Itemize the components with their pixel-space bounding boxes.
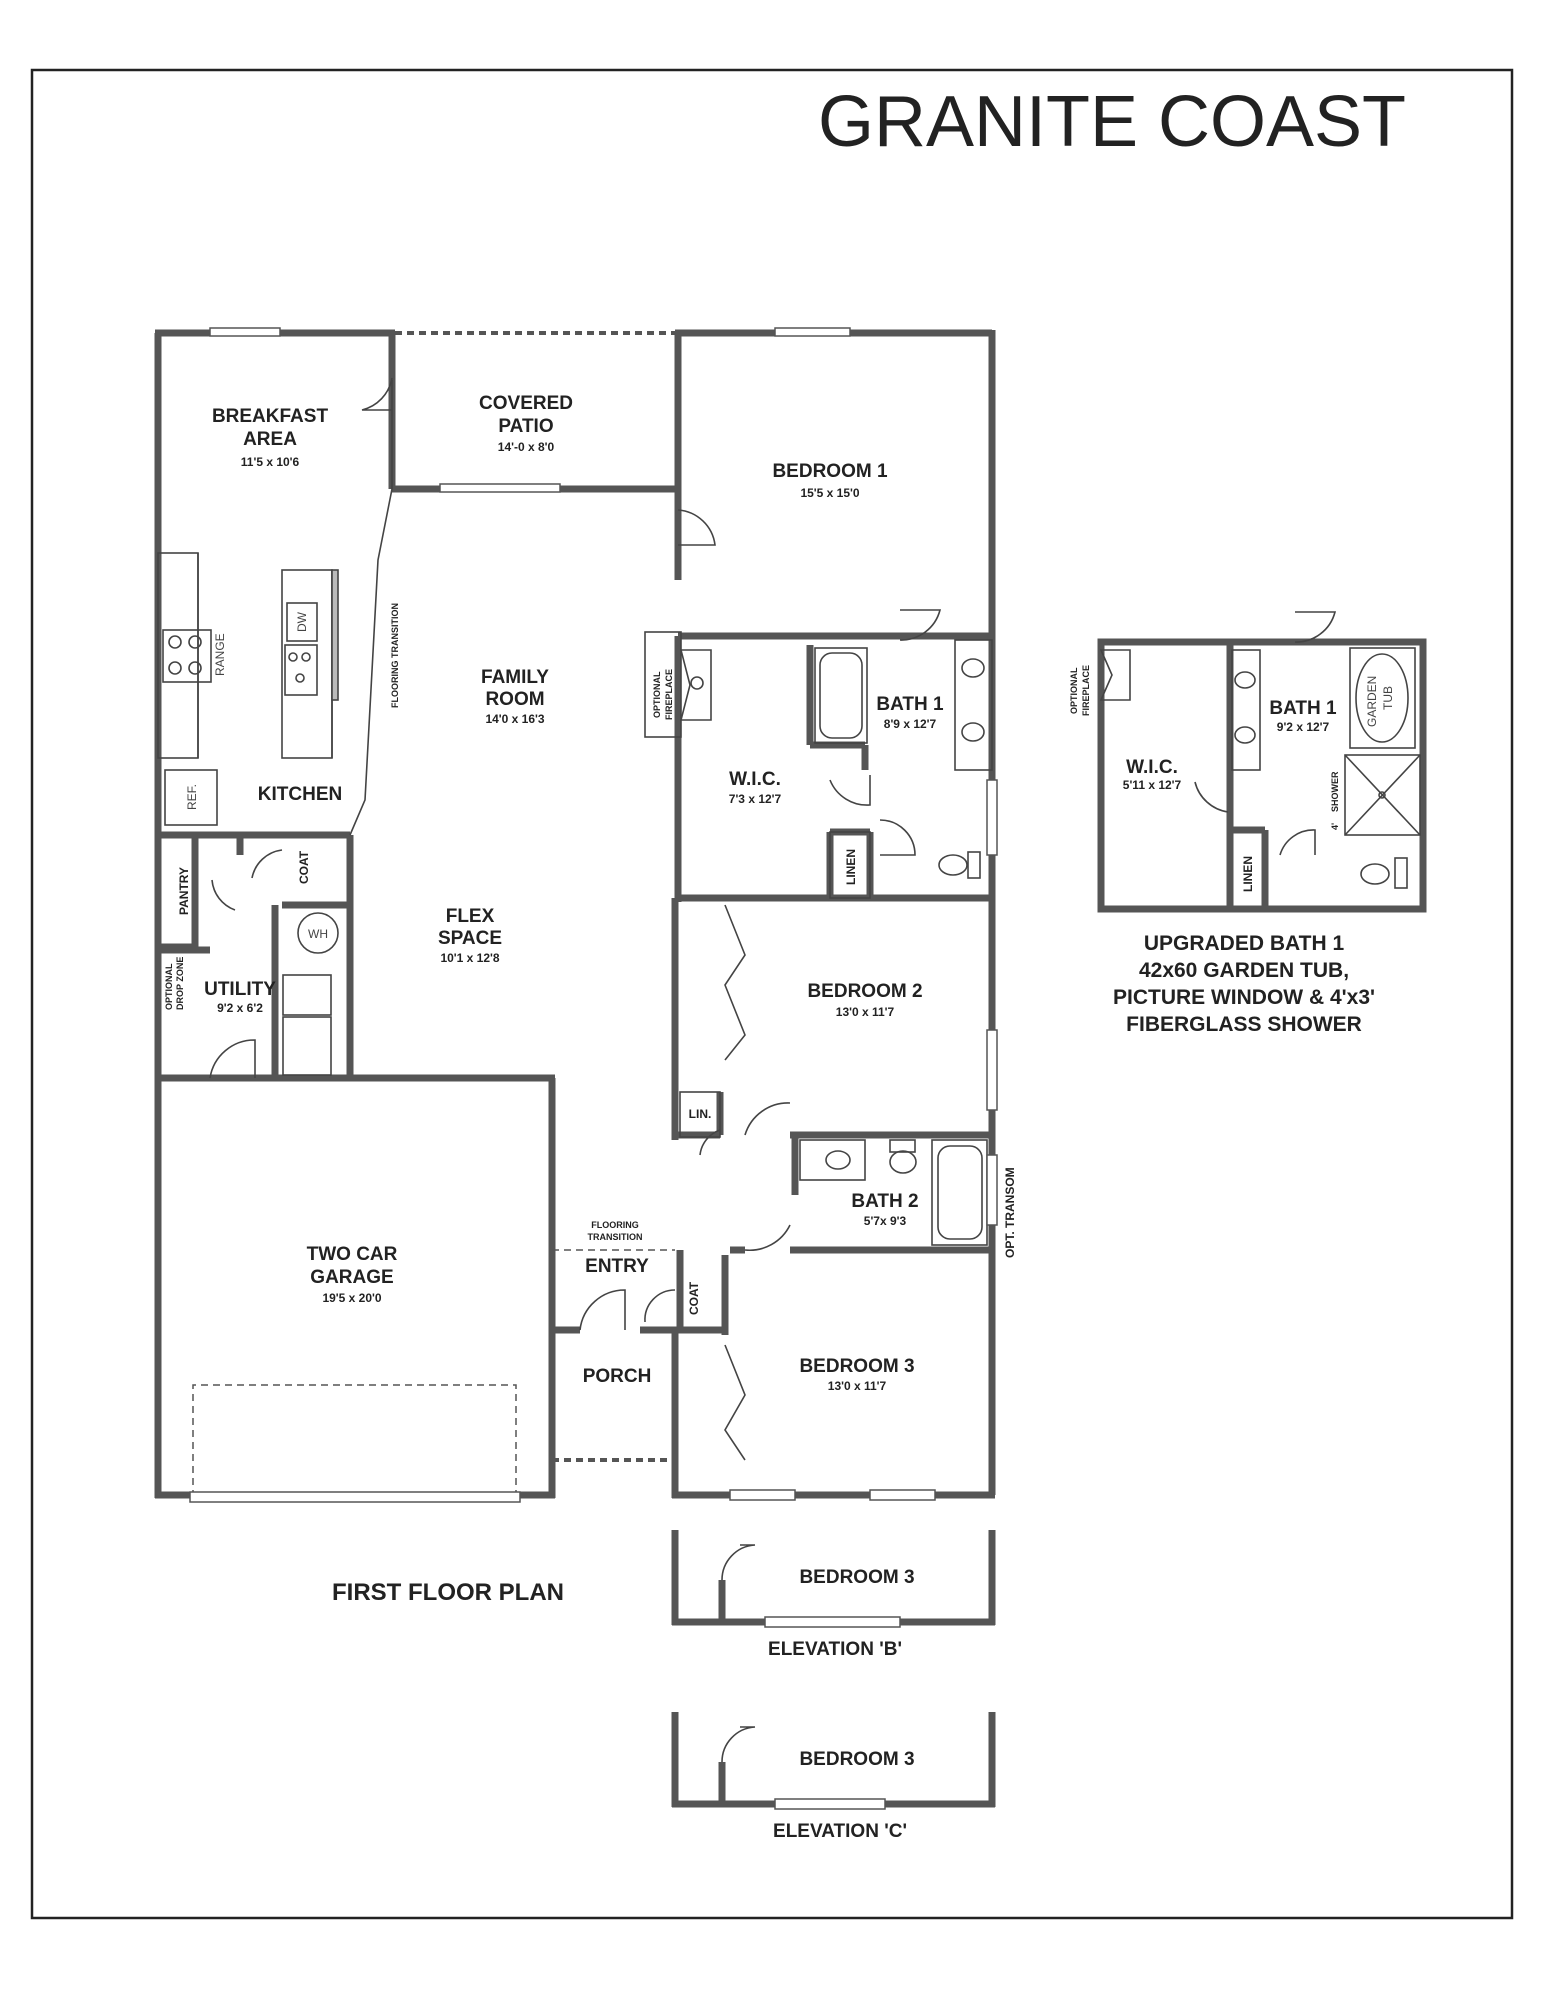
wic-name: W.I.C. <box>729 769 781 790</box>
shower-dim: 4' <box>1330 823 1340 830</box>
main-plan-labels: BREAKFAST AREA 11'5 x 10'6 COVERED PATIO… <box>164 393 1017 1606</box>
bath1-name: BATH 1 <box>876 694 944 715</box>
breakfast-dim: 11'5 x 10'6 <box>241 455 300 469</box>
flooring-transition-entry-1: FLOORING <box>591 1220 639 1230</box>
inset-bath-name: BATH 1 <box>1269 698 1337 719</box>
inset-fireplace-1: OPTIONAL <box>1069 667 1079 714</box>
family-room-name-1: FAMILY <box>481 667 549 688</box>
garden-tub-1: GARDEN <box>1365 676 1379 727</box>
patio-name-1: COVERED <box>479 393 573 414</box>
garage-name-1: TWO CAR <box>307 1244 398 1265</box>
bedroom3-name: BEDROOM 3 <box>799 1356 914 1377</box>
drop-zone-label-1: OPTIONAL <box>164 963 174 1010</box>
linen-label: LINEN <box>844 849 858 885</box>
patio-name-2: PATIO <box>498 416 553 437</box>
coat-label: COAT <box>297 850 311 884</box>
elevation-b-detail: BEDROOM 3 ELEVATION 'B' <box>671 1530 996 1660</box>
pantry-label: PANTRY <box>177 867 191 915</box>
flooring-transition-vertical: FLOORING TRANSITION <box>390 603 400 708</box>
inset-wic-name: W.I.C. <box>1126 757 1178 778</box>
breakfast-name-2: AREA <box>243 429 297 450</box>
first-floor-caption: FIRST FLOOR PLAN <box>332 1579 564 1606</box>
bath1-dim: 8'9 x 12'7 <box>884 717 937 731</box>
entry-name: ENTRY <box>585 1256 649 1277</box>
bedroom3-dim: 13'0 x 11'7 <box>828 1379 887 1393</box>
utility-name: UTILITY <box>204 979 276 1000</box>
family-room-name-2: ROOM <box>485 689 544 710</box>
drop-zone-label-2: DROP ZONE <box>175 957 185 1010</box>
utility-dim: 9'2 x 6'2 <box>217 1001 263 1015</box>
elevation-c-room: BEDROOM 3 <box>799 1749 914 1770</box>
garden-tub-2: TUB <box>1381 686 1395 710</box>
elevation-b-caption: ELEVATION 'B' <box>768 1639 902 1660</box>
dw-label: DW <box>295 611 309 632</box>
bedroom2-dim: 13'0 x 11'7 <box>836 1005 895 1019</box>
main-plan-walls <box>154 329 996 1499</box>
bedroom2-name: BEDROOM 2 <box>807 981 922 1002</box>
kitchen-name: KITCHEN <box>258 784 342 805</box>
flex-name-2: SPACE <box>438 928 502 949</box>
ref-label: REF. <box>185 784 199 810</box>
flex-name-1: FLEX <box>446 906 495 927</box>
shower-label: SHOWER <box>1330 771 1340 812</box>
bath2-name: BATH 2 <box>851 1191 918 1212</box>
detail-lines <box>157 327 998 1503</box>
upgraded-note-4: FIBERGLASS SHOWER <box>1126 1013 1362 1036</box>
wic-dim: 7'3 x 12'7 <box>729 792 782 806</box>
bath2-dim: 5'7x 9'3 <box>864 1214 907 1228</box>
fireplace-label-1: OPTIONAL <box>652 671 662 718</box>
bedroom1-dim: 15'5 x 15'0 <box>800 486 859 500</box>
family-room-dim: 14'0 x 16'3 <box>485 712 544 726</box>
opt-transom-label: OPT. TRANSOM <box>1003 1167 1017 1258</box>
patio-dim: 14'-0 x 8'0 <box>498 440 555 454</box>
garage-dim: 19'5 x 20'0 <box>322 1291 381 1305</box>
elevation-c-detail: BEDROOM 3 ELEVATION 'C' <box>671 1712 996 1842</box>
fireplace-label-2: FIREPLACE <box>664 669 674 720</box>
wh-label: WH <box>308 927 328 941</box>
flex-dim: 10'1 x 12'8 <box>440 951 499 965</box>
flooring-transition-entry-2: TRANSITION <box>588 1232 643 1242</box>
upgraded-note-2: 42x60 GARDEN TUB, <box>1139 959 1349 982</box>
breakfast-name-1: BREAKFAST <box>212 406 329 427</box>
plan-title: GRANITE COAST <box>818 82 1406 162</box>
coat-entry-label: COAT <box>687 1281 701 1315</box>
upgraded-note-1: UPGRADED BATH 1 <box>1144 932 1345 955</box>
inset-fireplace-2: FIREPLACE <box>1081 665 1091 716</box>
porch-name: PORCH <box>583 1366 652 1387</box>
elevation-c-caption: ELEVATION 'C' <box>773 1821 907 1842</box>
bedroom1-name: BEDROOM 1 <box>772 461 888 482</box>
range-label: RANGE <box>213 633 227 676</box>
lin-label: LIN. <box>689 1107 712 1121</box>
upgraded-bath-inset: BATH 1 9'2 x 12'7 W.I.C. 5'11 x 12'7 GAR… <box>1069 611 1427 1036</box>
inset-bath-dim: 9'2 x 12'7 <box>1277 720 1330 734</box>
garage-name-2: GARAGE <box>310 1267 393 1288</box>
inset-wic-dim: 5'11 x 12'7 <box>1123 778 1182 792</box>
page-frame <box>30 68 1514 1920</box>
inset-linen: LINEN <box>1241 856 1255 892</box>
upgraded-note-3: PICTURE WINDOW & 4'x3' <box>1113 986 1375 1009</box>
elevation-b-room: BEDROOM 3 <box>799 1567 914 1588</box>
